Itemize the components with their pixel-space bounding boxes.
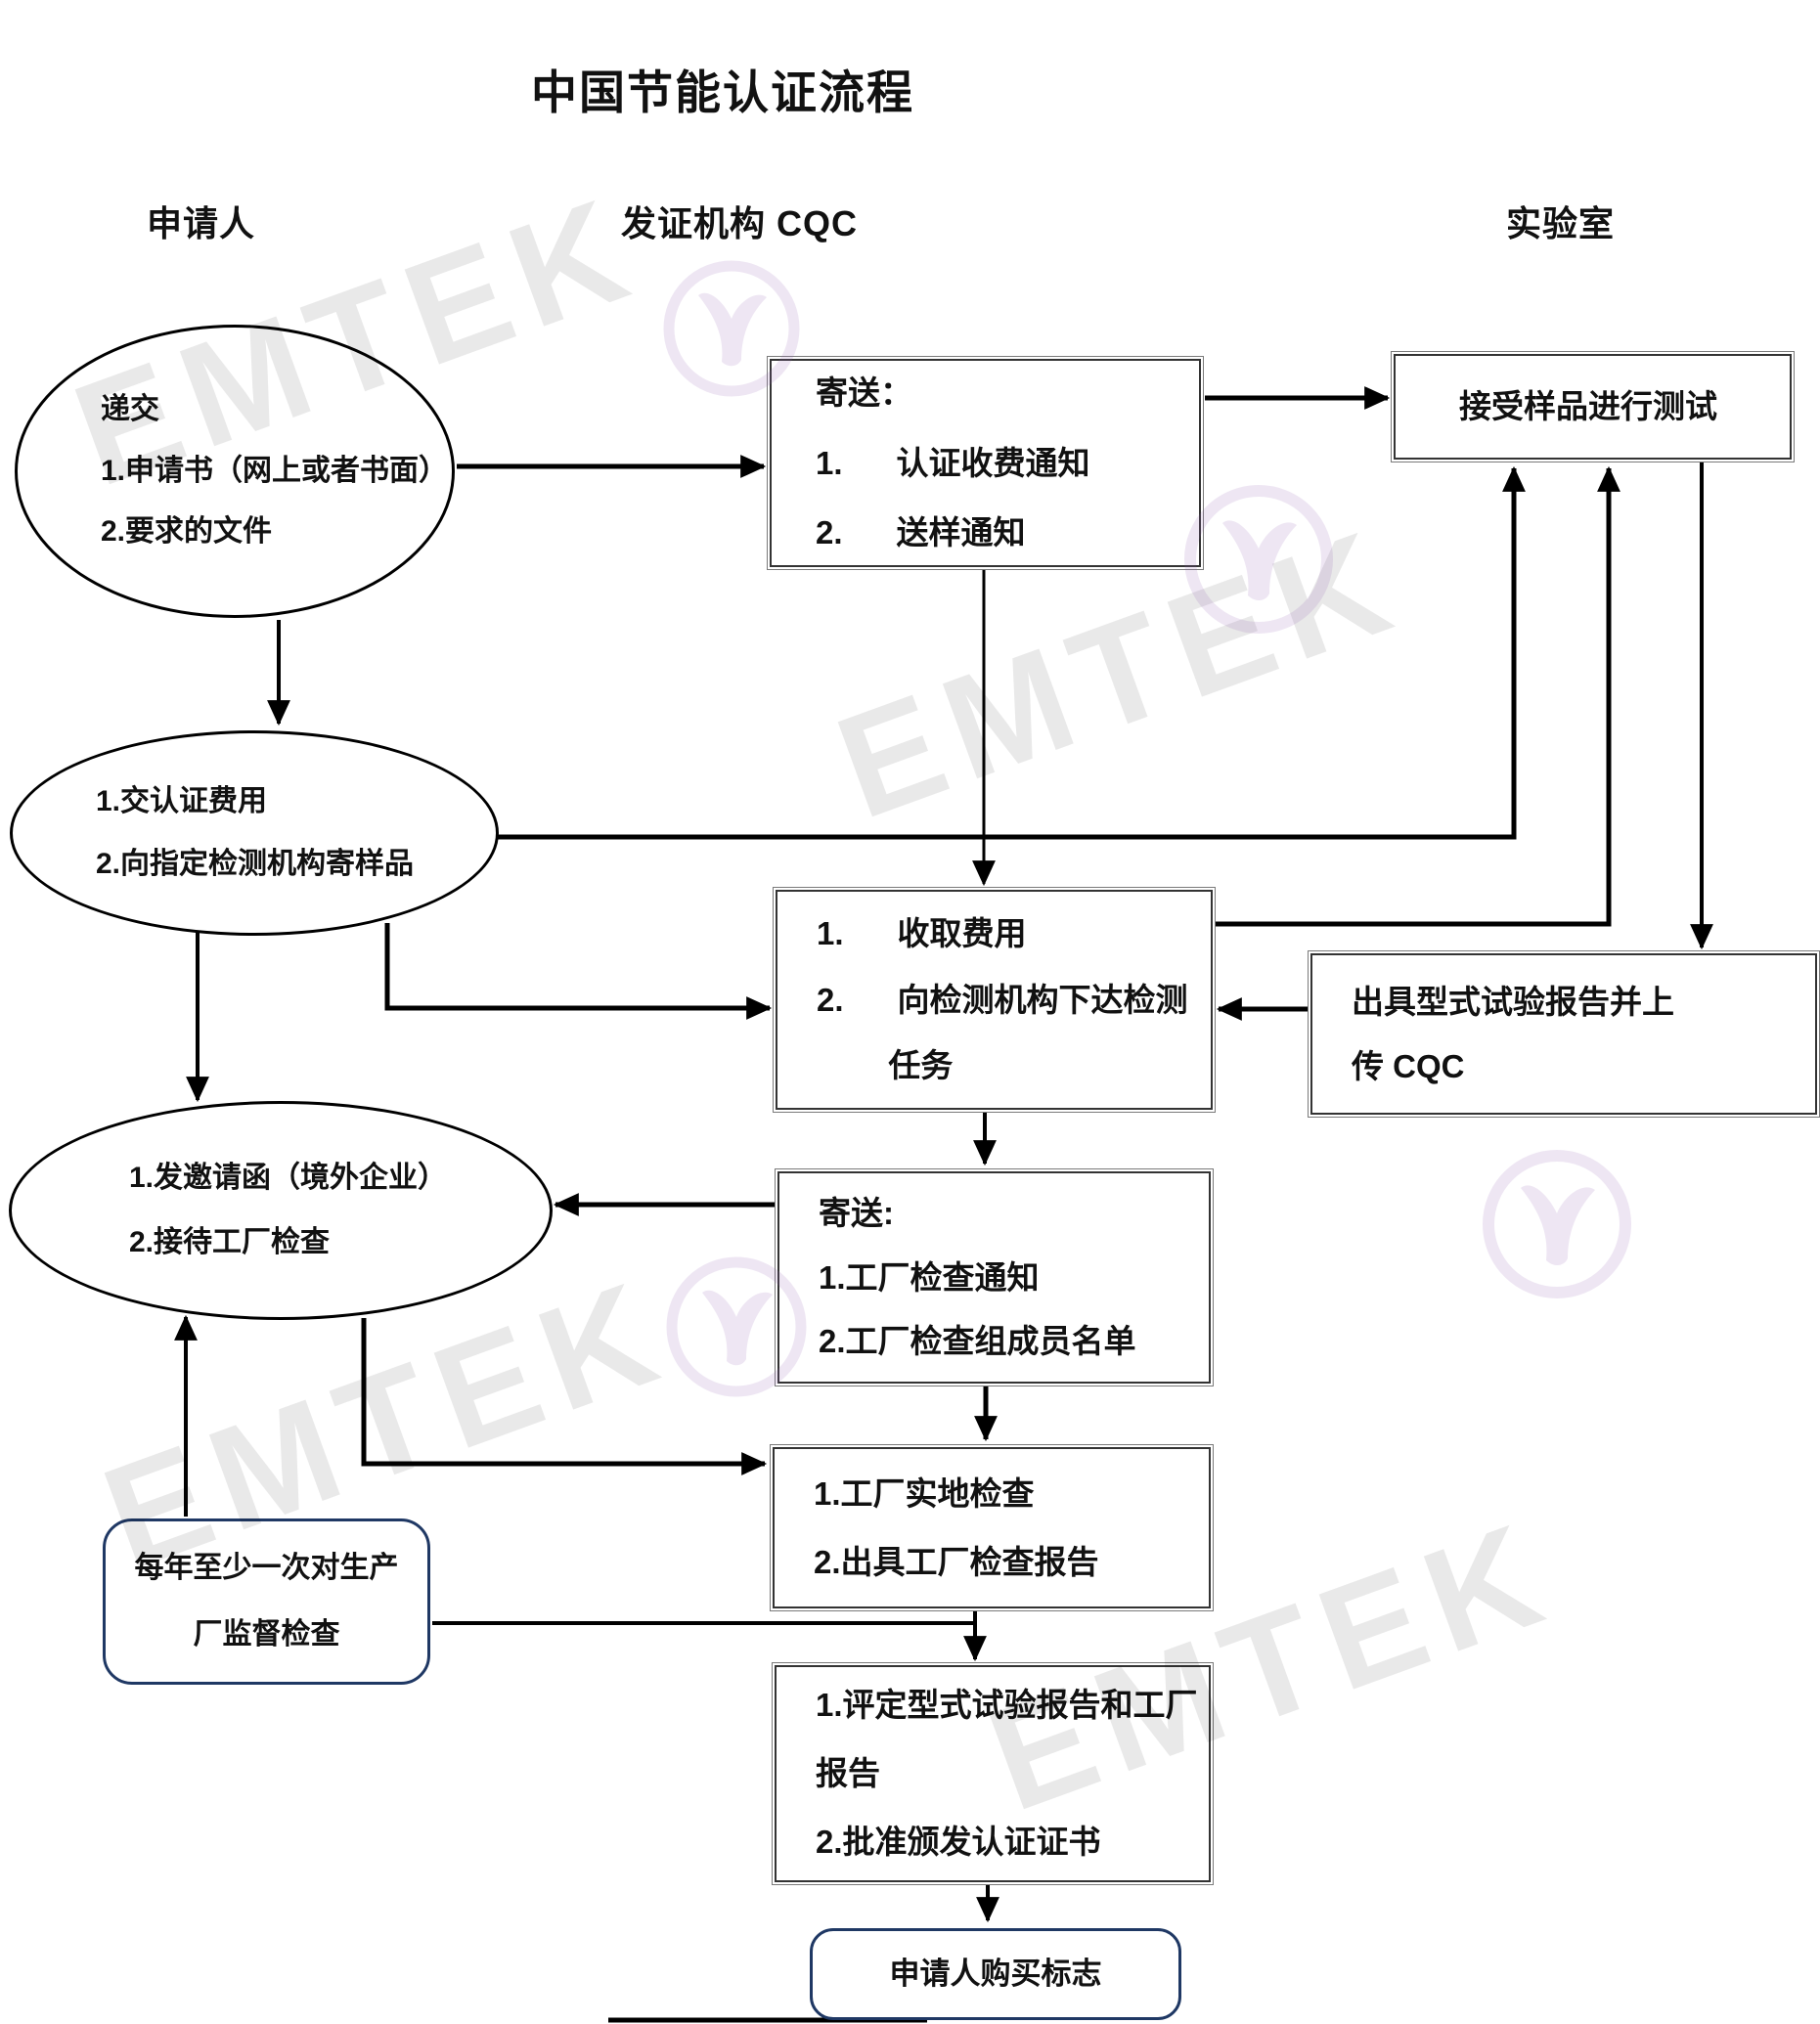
box-collect-fee-assign-testing: 1. 收取费用 2. 向检测机构下达检测 任务 bbox=[776, 890, 1213, 1110]
text-line: 接受样品进行测试 bbox=[1459, 388, 1717, 425]
text-line: 1. 收取费用 bbox=[817, 914, 1027, 951]
text-line: 1.工厂实地检查 bbox=[814, 1474, 1035, 1512]
text-line: 2.要求的文件 bbox=[101, 515, 273, 549]
text-line: 报告 bbox=[816, 1755, 880, 1792]
box-send-fee-and-sample-notice: 寄送： 1. 认证收费通知 2. 送样通知 bbox=[770, 359, 1201, 567]
text-line: 厂监督检查 bbox=[193, 1618, 340, 1650]
text-line: 1.工厂检查通知 bbox=[819, 1258, 1040, 1296]
text-line: 1.交认证费用 bbox=[96, 784, 268, 817]
text-line: 任务 bbox=[817, 1047, 954, 1084]
text-line: 出具型式试验报告并上 bbox=[1352, 983, 1674, 1020]
text-line: 2.批准颁发认证证书 bbox=[816, 1823, 1101, 1860]
box-evaluate-reports-issue-certificate: 1.评定型式试验报告和工厂 报告 2.批准颁发认证证书 bbox=[775, 1665, 1211, 1882]
arrow-e3-to-r4 bbox=[361, 1318, 768, 1475]
text-line: 寄送： bbox=[816, 374, 912, 411]
text-line: 申请人购买标志 bbox=[889, 1957, 1102, 1992]
text-line: 传 CQC bbox=[1352, 1047, 1465, 1084]
rounded-box-annual-supervision: 每年至少一次对生产 厂监督检查 bbox=[103, 1518, 430, 1685]
text-line: 2.出具工厂检查报告 bbox=[814, 1543, 1099, 1580]
text-line: 2.接待工厂检查 bbox=[129, 1226, 331, 1258]
column-header-laboratory: 实验室 bbox=[1506, 203, 1616, 243]
text-line: 1.申请书（网上或者书面） bbox=[101, 454, 449, 487]
arrow-r2-to-lab1 bbox=[1215, 465, 1620, 927]
box-issue-type-test-report: 出具型式试验报告并上 传 CQC bbox=[1310, 953, 1817, 1115]
text-line: 每年至少一次对生产 bbox=[134, 1551, 399, 1584]
text-line: 2. 送样通知 bbox=[816, 514, 1026, 551]
ellipse-invitation-factory-inspection: 1.发邀请函（境外企业） 2.接待工厂检查 bbox=[9, 1101, 553, 1320]
text-line: 寄送: bbox=[819, 1194, 894, 1231]
ellipse-submit-application: 递交 1.申请书（网上或者书面） 2.要求的文件 bbox=[15, 325, 455, 618]
arrow-e2-to-lab1 bbox=[486, 465, 1526, 840]
arrow-e2-to-r2 bbox=[384, 923, 773, 1020]
column-header-issuer-cqc: 发证机构 CQC bbox=[621, 203, 859, 243]
text-line: 2. 向检测机构下达检测 bbox=[817, 981, 1188, 1018]
ellipse-pay-fee-send-sample: 1.交认证费用 2.向指定检测机构寄样品 bbox=[10, 730, 499, 936]
text-line: 2.工厂检查组成员名单 bbox=[819, 1323, 1136, 1360]
rounded-box-buy-mark: 申请人购买标志 bbox=[810, 1928, 1181, 2020]
box-send-factory-inspection-notice: 寄送: 1.工厂检查通知 2.工厂检查组成员名单 bbox=[777, 1171, 1211, 1384]
box-receive-sample-testing: 接受样品进行测试 bbox=[1394, 354, 1792, 460]
text-line: 1.发邀请函（境外企业） bbox=[129, 1161, 448, 1194]
text-line: 递交 bbox=[101, 393, 159, 426]
column-header-applicant: 申请人 bbox=[147, 203, 256, 243]
page-title: 中国节能认证流程 bbox=[531, 66, 914, 118]
box-factory-onsite-inspection: 1.工厂实地检查 2.出具工厂检查报告 bbox=[773, 1447, 1211, 1608]
text-line: 1. 认证收费通知 bbox=[816, 444, 1090, 481]
text-line: 2.向指定检测机构寄样品 bbox=[96, 848, 415, 880]
text-line: 1.评定型式试验报告和工厂 bbox=[816, 1687, 1198, 1724]
